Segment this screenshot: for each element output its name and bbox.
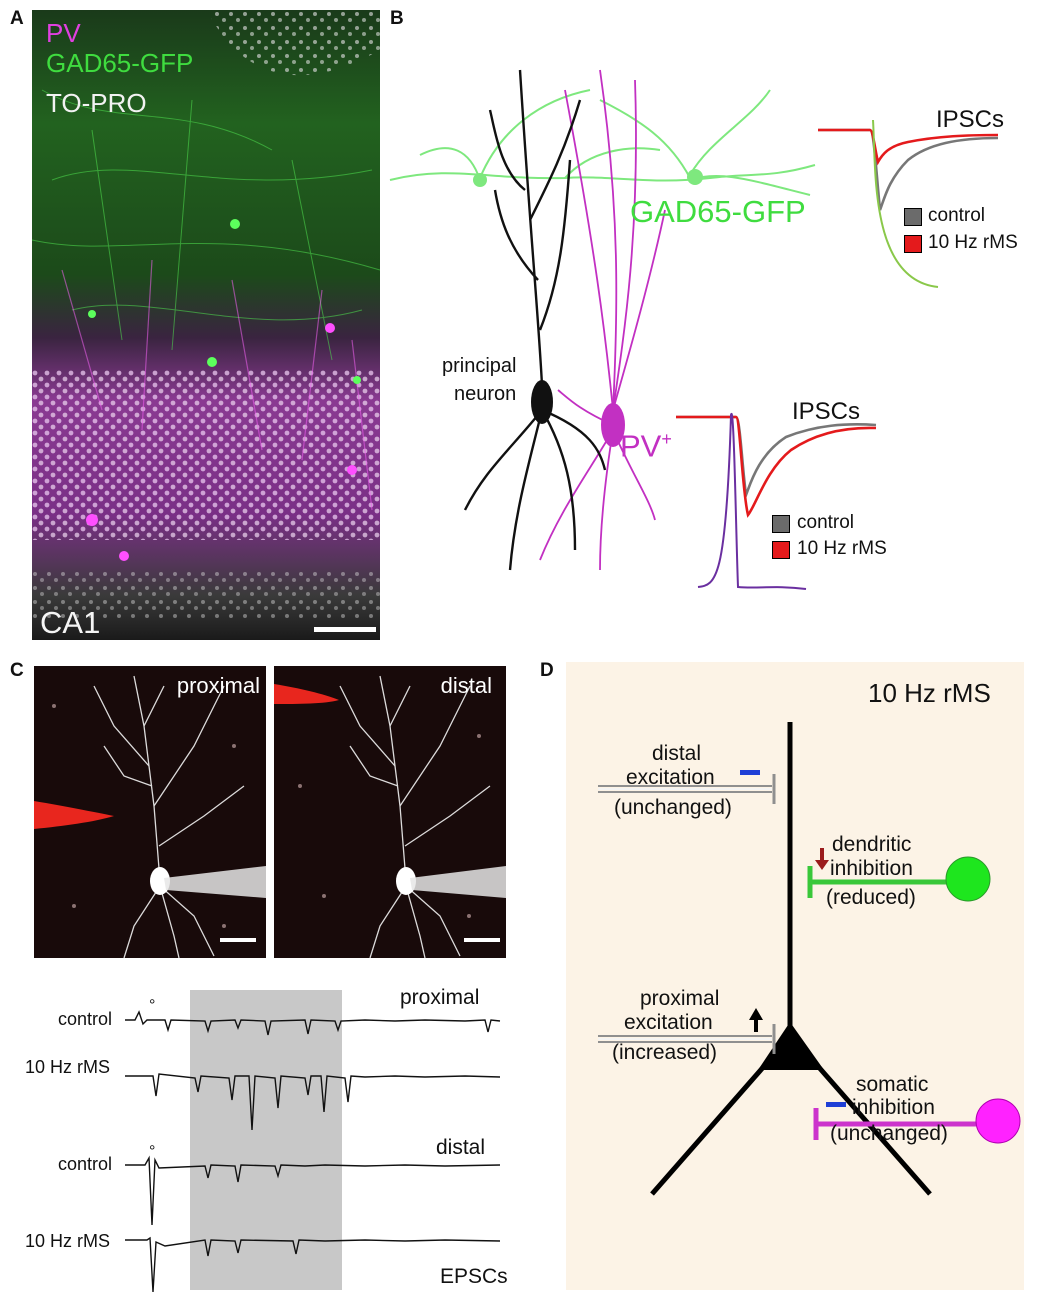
confocal-image-distal: distal xyxy=(274,666,506,958)
panel-letter-b: B xyxy=(390,8,404,29)
scale-bar-proximal xyxy=(220,938,256,942)
legend-label-control-top: control xyxy=(928,205,986,226)
ipsc-traces-top xyxy=(818,119,999,288)
somatic-label-1: somatic xyxy=(856,1073,929,1096)
row-label-rms-2: 10 Hz rMS xyxy=(25,1231,111,1251)
arrow-down-icon xyxy=(815,848,829,870)
somatic-label-2: inhibition xyxy=(852,1096,935,1119)
pv-label-text: PV xyxy=(620,428,662,464)
dendritic-label-3: (reduced) xyxy=(826,886,916,909)
image-label-proximal: proximal xyxy=(176,673,260,698)
pv-neuron xyxy=(539,69,666,571)
legend-swatch-rms-bottom xyxy=(772,541,790,559)
proximal-label-2: excitation xyxy=(624,1011,713,1034)
scale-bar xyxy=(314,627,376,632)
section-label-proximal: proximal xyxy=(400,986,480,1009)
image-label-distal: distal xyxy=(440,673,492,698)
trace-distal-control xyxy=(125,1155,501,1226)
dendritic-label-2: inhibition xyxy=(830,857,913,880)
unchanged-bar-somatic xyxy=(826,1102,846,1107)
legend-pv: PV xyxy=(46,18,81,48)
principal-neuron xyxy=(463,69,607,571)
gad65-gfp-label: GAD65-GFP xyxy=(630,194,806,229)
legend-label-control-bottom: control xyxy=(797,512,855,533)
arrow-up-icon xyxy=(749,1008,763,1032)
panel-d-background xyxy=(566,662,1024,1290)
proximal-excitation-synapse xyxy=(598,1024,776,1054)
scale-bar-distal xyxy=(464,938,500,942)
legend-label-rms-top: 10 Hz rMS xyxy=(928,232,1018,253)
ipsc-traces-bottom xyxy=(676,412,877,590)
confocal-texture xyxy=(32,10,380,640)
region-label-ca1: CA1 xyxy=(40,605,101,640)
epsc-traces xyxy=(125,1010,501,1293)
panel-d-title: 10 Hz rMS xyxy=(868,678,991,708)
panel-letter-a: A xyxy=(10,8,24,29)
legend-swatch-rms-top xyxy=(904,235,922,253)
distal-label-1: distal xyxy=(652,742,702,765)
somatic-label-3: (unchanged) xyxy=(830,1122,948,1145)
distal-label-3: (unchanged) xyxy=(614,796,732,819)
proximal-cell xyxy=(34,675,266,958)
panel-letter-c: C xyxy=(10,660,24,681)
gad65-gfp-neuron xyxy=(389,89,816,196)
distal-excitation-synapse xyxy=(598,774,776,804)
panel-letter-d: D xyxy=(540,660,554,681)
principal-neuron-label-2: neuron xyxy=(454,383,517,405)
stim-marker-distal: ° xyxy=(149,1143,156,1160)
section-label-distal: distal xyxy=(436,1136,486,1159)
principal-neuron-label-1: principal xyxy=(442,355,517,377)
confocal-image-proximal: proximal xyxy=(34,666,266,958)
row-label-control-1: control xyxy=(58,1009,113,1029)
neuron-reconstructions xyxy=(389,69,816,571)
legend-swatch-control-top xyxy=(904,208,922,226)
trace-proximal-control xyxy=(125,1010,501,1036)
dendritic-label-1: dendritic xyxy=(832,833,912,856)
proximal-label-3: (increased) xyxy=(612,1041,718,1064)
trace-distal-rms xyxy=(125,1236,501,1293)
unchanged-bar-distal xyxy=(740,770,760,775)
ipscs-title-bottom: IPSCs xyxy=(792,398,861,425)
schematic-neuron xyxy=(598,722,1021,1196)
legend-gad65-gfp: GAD65-GFP xyxy=(46,48,194,78)
trace-proximal-rms xyxy=(125,1073,501,1131)
pv-label: PV+ xyxy=(620,430,672,461)
ipscs-title-top: IPSCs xyxy=(936,106,1005,133)
legend-label-rms-bottom: 10 Hz rMS xyxy=(797,538,887,559)
legend-to-pro: TO-PRO xyxy=(46,88,147,118)
pv-label-sup: + xyxy=(661,429,672,449)
row-label-control-2: control xyxy=(58,1154,113,1174)
epscs-label: EPSCs xyxy=(440,1265,508,1288)
confocal-image-ca1: PV GAD65-GFP TO-PRO CA1 xyxy=(32,10,380,640)
proximal-label-1: proximal xyxy=(640,987,720,1010)
principal-neuron-schematic xyxy=(650,722,932,1196)
distal-cell xyxy=(274,675,506,958)
stim-marker-proximal: ° xyxy=(149,997,156,1014)
distal-label-2: excitation xyxy=(626,766,715,789)
row-label-rms-1: 10 Hz rMS xyxy=(25,1057,111,1077)
legend-swatch-control-bottom xyxy=(772,515,790,533)
